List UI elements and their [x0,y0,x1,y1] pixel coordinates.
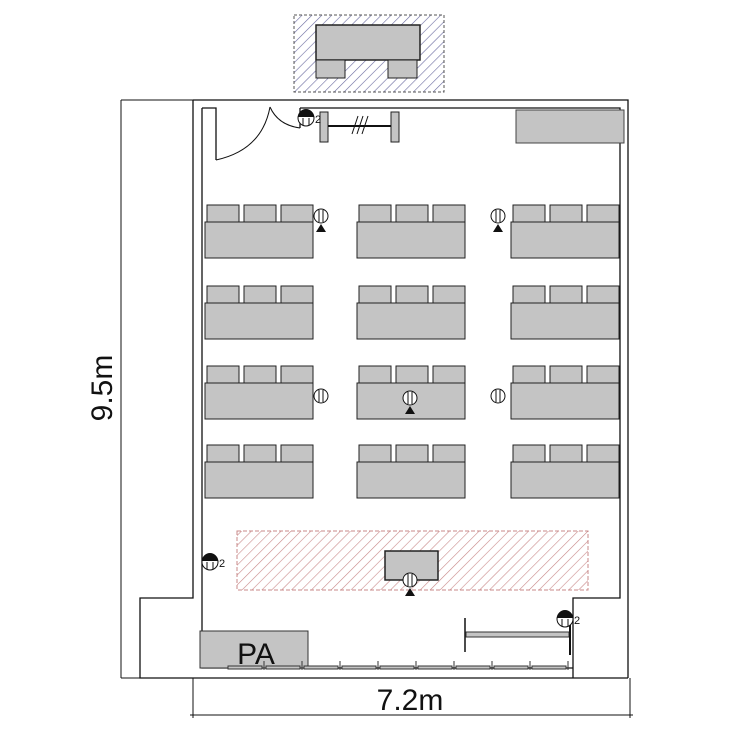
table [356,302,466,340]
window-pane [379,665,415,670]
outlet-count-label: 2 [574,615,580,627]
chair [395,204,429,223]
table [510,461,620,499]
table-with-chairs[interactable] [356,444,466,499]
table [510,382,620,420]
window-pane [493,665,529,670]
chair [586,365,620,384]
chair [395,365,429,384]
table-with-chairs[interactable] [204,444,314,499]
microphone-icon [490,208,506,232]
table-with-chairs[interactable] [510,285,620,340]
chair [280,285,314,304]
width-dimension-label: 7.2m [377,684,444,717]
chair [512,204,546,223]
outlet-count-label: 2 [315,114,321,126]
microphone-icon [490,388,506,404]
window-pane [531,665,567,670]
chair [586,204,620,223]
chair [243,444,277,463]
projection-area [293,14,445,93]
microphone-icon [402,390,418,414]
chair [432,285,466,304]
chair [549,365,583,384]
cabinet [515,109,625,144]
chair [512,444,546,463]
window-pane [417,665,453,670]
table-with-chairs[interactable] [510,204,620,259]
dimension-lines [120,99,633,718]
table-with-chairs[interactable] [204,365,314,420]
microphone-icon [402,572,418,596]
microphone-icon [313,388,329,404]
window-pane [341,665,377,670]
window-pane [227,665,263,670]
window-row [227,661,569,670]
chair [512,365,546,384]
chair [243,285,277,304]
table [356,461,466,499]
table-with-chairs[interactable] [356,204,466,259]
chair [432,204,466,223]
chair [432,365,466,384]
chair [243,365,277,384]
door[interactable] [216,105,300,161]
chair [358,204,392,223]
pa-system[interactable]: PA [199,630,309,671]
table [204,221,314,259]
microphone-icon [313,208,329,232]
chair [206,285,240,304]
chair [206,444,240,463]
chair [206,204,240,223]
chair [395,285,429,304]
table-with-chairs[interactable] [356,285,466,340]
whiteboard [319,111,400,143]
chair [358,285,392,304]
chair [432,444,466,463]
window-pane [265,665,301,670]
window-pane [455,665,491,670]
chair [549,204,583,223]
table-with-chairs[interactable] [510,444,620,499]
speaker-outlet-icon: 2 [297,109,321,127]
chair [512,285,546,304]
chair [280,365,314,384]
stage-area [236,530,589,591]
chair [280,444,314,463]
table [510,302,620,340]
chair [280,204,314,223]
chair [243,204,277,223]
chair [586,444,620,463]
table [510,221,620,259]
table-with-chairs[interactable] [510,365,620,420]
chair [358,365,392,384]
window-pane [303,665,339,670]
outlet-count-label: 2 [219,558,225,570]
speaker-outlet-icon: 2 [201,553,225,571]
chair [549,444,583,463]
table-with-chairs[interactable] [204,204,314,259]
table [356,221,466,259]
chair [395,444,429,463]
side-screen [464,615,571,655]
height-dimension-label: 9.5m [86,355,119,422]
chair [586,285,620,304]
table-with-chairs[interactable] [204,285,314,340]
table [204,461,314,499]
chair [206,365,240,384]
table [204,302,314,340]
table [204,382,314,420]
table-grid [204,204,620,499]
equipment-symbols: 2 2 2 [201,109,580,628]
chair [549,285,583,304]
speaker-outlet-icon: 2 [556,610,580,628]
chair [358,444,392,463]
